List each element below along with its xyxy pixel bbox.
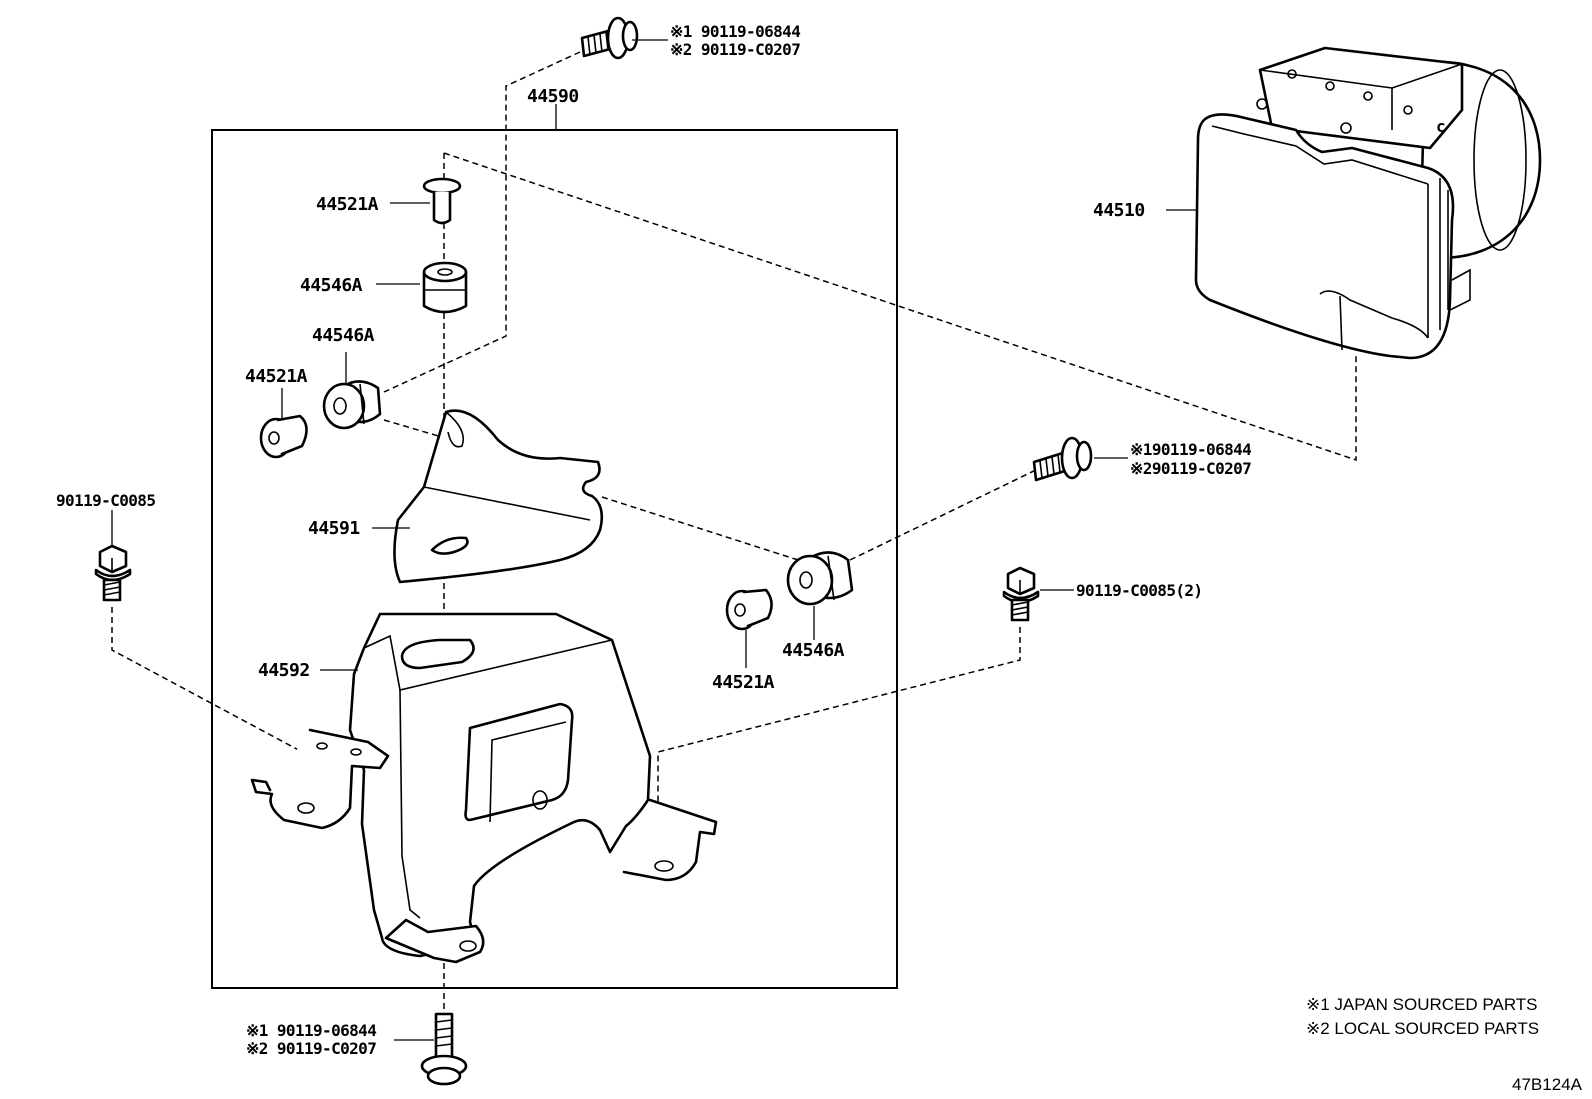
label-bracket-lower[interactable]: 44592 xyxy=(258,660,310,681)
label-cushion-right[interactable]: 44521A xyxy=(712,672,775,693)
label-bracket-upper[interactable]: 44591 xyxy=(308,518,360,539)
label-screw-top-1[interactable]: ※1 90119-06844 xyxy=(670,22,801,41)
label-cushion-mid[interactable]: 44521A xyxy=(245,366,308,387)
note-japan-sourced: ※1 JAPAN SOURCED PARTS xyxy=(1306,995,1538,1014)
cushion-right-icon[interactable] xyxy=(725,588,773,631)
label-screw-right-2[interactable]: ※290119-C0207 xyxy=(1130,459,1252,478)
label-grommet-upper[interactable]: 44546A xyxy=(300,275,363,296)
grommet-upper-icon[interactable] xyxy=(422,261,468,314)
screw-top-icon[interactable] xyxy=(580,16,639,60)
assembly-lines xyxy=(111,51,1357,1010)
assembly-label[interactable]: 44590 xyxy=(527,86,579,107)
label-bolt-right[interactable]: 90119-C0085(2) xyxy=(1076,581,1203,600)
label-screw-right-1[interactable]: ※190119-06844 xyxy=(1130,440,1252,459)
svg-text:c: c xyxy=(1436,117,1445,136)
label-screw-bottom-2[interactable]: ※2 90119-C0207 xyxy=(246,1039,377,1058)
cushion-upper-icon[interactable] xyxy=(422,177,462,225)
label-grommet-mid[interactable]: 44546A xyxy=(312,325,375,346)
grommet-right-icon[interactable] xyxy=(786,551,854,606)
label-screw-bottom-1[interactable]: ※1 90119-06844 xyxy=(246,1021,377,1040)
note-local-sourced: ※2 LOCAL SOURCED PARTS xyxy=(1306,1019,1539,1038)
label-cushion-upper[interactable]: 44521A xyxy=(316,194,379,215)
screw-bottom-icon[interactable] xyxy=(420,1012,468,1086)
abs-actuator-icon[interactable]: c xyxy=(1194,46,1542,360)
screw-right-icon[interactable] xyxy=(1032,436,1093,482)
bracket-upper-icon[interactable] xyxy=(393,409,604,584)
bolt-right-icon[interactable] xyxy=(1002,566,1040,622)
label-bolt-left[interactable]: 90119-C0085 xyxy=(56,491,156,510)
label-screw-top-2[interactable]: ※2 90119-C0207 xyxy=(670,40,801,59)
bracket-lower-icon[interactable] xyxy=(250,612,718,964)
bolt-left-icon[interactable] xyxy=(94,544,132,602)
label-grommet-right[interactable]: 44546A xyxy=(782,640,845,661)
assembly-frame xyxy=(211,129,898,989)
figure-code: 47B124A xyxy=(1512,1075,1583,1094)
grommet-mid-icon[interactable] xyxy=(322,380,382,430)
cushion-mid-icon[interactable] xyxy=(259,414,308,459)
label-actuator[interactable]: 44510 xyxy=(1093,200,1145,221)
